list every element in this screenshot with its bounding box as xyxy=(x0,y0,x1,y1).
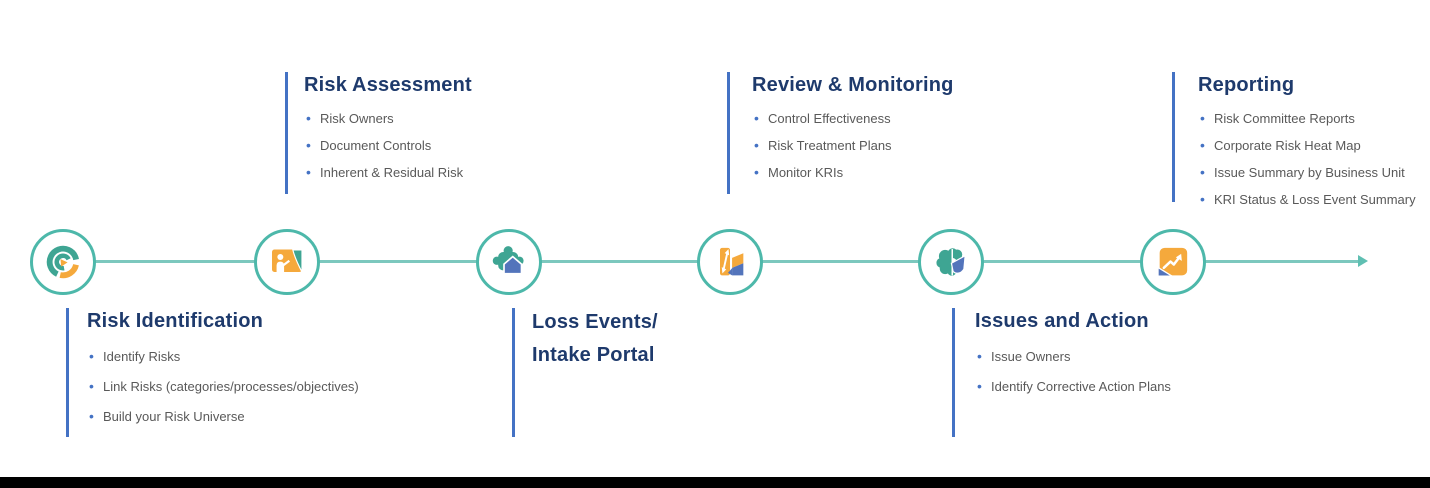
stage-bullet: Build your Risk Universe xyxy=(89,408,507,425)
stage-bullet-list: Risk Committee Reports Corporate Risk He… xyxy=(1198,110,1430,208)
timeline-arrowhead xyxy=(1358,255,1368,267)
connector-line-reporting xyxy=(1172,72,1175,202)
stage-node-risk-assessment xyxy=(254,229,320,295)
bottom-border-bar xyxy=(0,477,1430,488)
stage-block-loss-events: Loss Events/ Intake Portal xyxy=(532,306,952,372)
stage-block-review-monitoring: Review & Monitoring Control Effectivenes… xyxy=(752,72,1172,191)
stage-title: Risk Identification xyxy=(87,310,264,332)
stage-title-line1: Loss Events/ xyxy=(532,311,658,333)
stage-bullet: Issue Summary by Business Unit xyxy=(1200,164,1430,181)
stage-bullet-list: Issue Owners Identify Corrective Action … xyxy=(975,348,1395,395)
stage-bullet: Risk Owners xyxy=(306,110,724,127)
stage-title: Review & Monitoring xyxy=(752,74,954,96)
presenter-board-icon xyxy=(272,249,303,273)
stage-node-loss-events xyxy=(476,229,542,295)
stage-bullet: Control Effectiveness xyxy=(754,110,1172,127)
connector-line-issues-action xyxy=(952,308,955,437)
stage-block-issues-action: Issues and Action Issue Owners Identify … xyxy=(975,308,1395,408)
stage-block-reporting: Reporting Risk Committee Reports Corpora… xyxy=(1198,72,1430,218)
stage-title: Issues and Action xyxy=(975,310,1149,332)
stage-bullet: Monitor KRIs xyxy=(754,164,1172,181)
stage-block-risk-identification: Risk Identification Identify Risks Link … xyxy=(87,308,507,438)
target-icon xyxy=(46,245,80,279)
resize-bars-icon xyxy=(720,247,744,276)
stage-bullet-list: Risk Owners Document Controls Inherent &… xyxy=(304,110,724,181)
stage-title-line2: Intake Portal xyxy=(532,344,655,366)
stage-bullet-list: Identify Risks Link Risks (categories/pr… xyxy=(87,348,507,425)
connector-line-loss-events xyxy=(512,308,515,437)
stage-bullet: Link Risks (categories/processes/objecti… xyxy=(89,378,507,395)
stage-bullet: Inherent & Residual Risk xyxy=(306,164,724,181)
stage-bullet: Identify Corrective Action Plans xyxy=(977,378,1395,395)
brain-icon xyxy=(936,248,966,276)
stage-bullet: KRI Status & Loss Event Summary xyxy=(1200,191,1430,208)
puzzle-house-icon xyxy=(492,246,524,275)
stage-block-risk-assessment: Risk Assessment Risk Owners Document Con… xyxy=(304,72,724,191)
connector-line-risk-identification xyxy=(66,308,69,437)
connector-line-review-monitoring xyxy=(727,72,730,194)
stage-node-risk-identification xyxy=(30,229,96,295)
stage-node-reporting xyxy=(1140,229,1206,295)
stage-node-issues-action xyxy=(918,229,984,295)
stage-bullet: Risk Treatment Plans xyxy=(754,137,1172,154)
stage-bullet: Corporate Risk Heat Map xyxy=(1200,137,1430,154)
stage-bullet: Issue Owners xyxy=(977,348,1395,365)
stage-bullet-list: Control Effectiveness Risk Treatment Pla… xyxy=(752,110,1172,181)
stage-node-review-monitoring xyxy=(697,229,763,295)
stage-title: Reporting xyxy=(1198,74,1295,96)
stage-title: Loss Events/ Intake Portal xyxy=(532,306,952,372)
stage-bullet: Document Controls xyxy=(306,137,724,154)
connector-line-risk-assessment xyxy=(285,72,288,194)
stage-bullet: Identify Risks xyxy=(89,348,507,365)
stage-title: Risk Assessment xyxy=(304,74,472,96)
stage-bullet: Risk Committee Reports xyxy=(1200,110,1430,127)
trend-chart-icon xyxy=(1157,247,1188,277)
